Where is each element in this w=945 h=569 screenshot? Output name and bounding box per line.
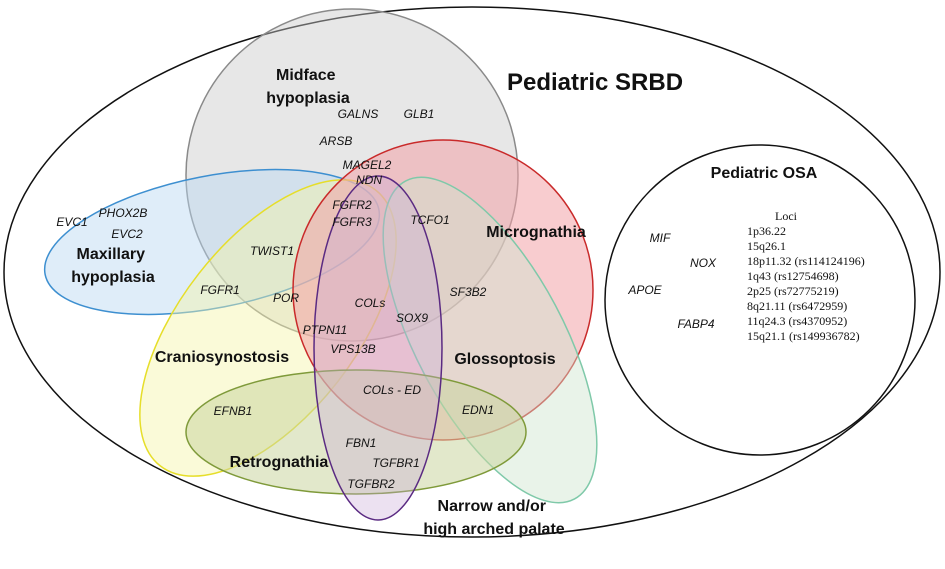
locus: 11q24.3 (rs4370952): [747, 314, 847, 328]
gene-arsb: ARSB: [319, 134, 353, 148]
gene-sf3b2: SF3B2: [450, 285, 487, 299]
gene-cols: COLs: [355, 296, 386, 310]
locus: 2p25 (rs72775219): [747, 284, 839, 298]
gene-evc1: EVC1: [56, 215, 87, 229]
gene-cols-ed: COLs - ED: [363, 383, 421, 397]
gene-glb1: GLB1: [404, 107, 435, 121]
osa-gene-fabp4: FABP4: [677, 317, 714, 331]
set-retrognathia: [185, 369, 527, 495]
gene-tgfbr2: TGFBR2: [347, 477, 395, 491]
gene-efnb1: EFNB1: [214, 404, 253, 418]
osa-gene-mif: MIF: [650, 231, 671, 245]
osa-gene-apoe: APOE: [627, 283, 662, 297]
gene-ptpn11: PTPN11: [303, 323, 347, 337]
locus: 1q43 (rs12754698): [747, 269, 839, 283]
osa-gene-nox: NOX: [690, 256, 717, 270]
gene-sox9: SOX9: [396, 311, 428, 325]
loci-header: Loci: [775, 209, 798, 223]
gene-fgfr2: FGFR2: [332, 198, 372, 212]
pediatric-srbd-boundary: [3, 6, 941, 538]
gene-galns: GALNS: [338, 107, 379, 121]
gene-tcfo1: TCFO1: [410, 213, 449, 227]
gene-fgfr1: FGFR1: [200, 283, 239, 297]
locus: 15q26.1: [747, 239, 786, 253]
label-micrognathia: Micrognathia: [486, 224, 586, 241]
gene-ndn: NDN: [356, 173, 382, 187]
locus: 8q21.11 (rs6472959): [747, 299, 847, 313]
gene-tgfbr1: TGFBR1: [372, 456, 419, 470]
label-narrow-palate: Narrow and/or high arched palate: [423, 498, 564, 538]
gene-edn1: EDN1: [462, 403, 494, 417]
loci-list: 1p36.22 15q26.1 18p11.32 (rs114124196) 1…: [747, 224, 865, 343]
gene-evc2: EVC2: [111, 227, 143, 241]
pediatric-osa-title: Pediatric OSA: [711, 165, 818, 182]
gene-magel2: MAGEL2: [343, 158, 392, 172]
gene-twist1: TWIST1: [250, 244, 294, 258]
label-maxillary-hypoplasia: Maxillary hypoplasia: [71, 246, 155, 286]
label-retrognathia: Retrognathia: [230, 454, 329, 471]
locus: 15q21.1 (rs149936782): [747, 329, 860, 343]
locus: 18p11.32 (rs114124196): [747, 254, 865, 268]
set-narrow-palate: [313, 175, 443, 521]
gene-por: POR: [273, 291, 299, 305]
label-midface-hypoplasia: Midface hypoplasia: [266, 67, 350, 107]
locus: 1p36.22: [747, 224, 786, 238]
label-glossoptosis: Glossoptosis: [454, 351, 555, 368]
gene-phox2b: PHOX2B: [99, 206, 148, 220]
gene-fbn1: FBN1: [346, 436, 377, 450]
pediatric-osa-circle: [604, 144, 916, 456]
label-craniosynostosis: Craniosynostosis: [155, 349, 289, 366]
gene-fgfr3: FGFR3: [332, 215, 372, 229]
gene-vps13b: VPS13B: [330, 342, 375, 356]
pediatric-srbd-title: Pediatric SRBD: [507, 69, 683, 96]
